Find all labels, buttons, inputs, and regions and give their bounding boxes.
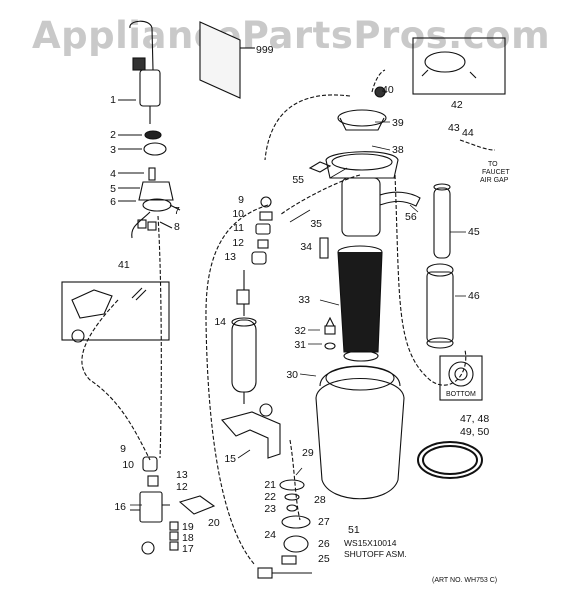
- label-15: 15: [224, 453, 236, 465]
- label-10-lower: 10: [122, 459, 134, 471]
- label-40: 40: [382, 84, 394, 96]
- label-56: 56: [405, 211, 417, 223]
- bracket-15: [221, 411, 281, 459]
- faucet-assembly: [118, 20, 181, 239]
- label-6: 6: [110, 196, 116, 208]
- label-18: 18: [182, 532, 194, 544]
- label-38: 38: [392, 144, 404, 156]
- label-32: 32: [294, 325, 306, 337]
- shutoff-assembly: [257, 479, 312, 579]
- label-1: 1: [110, 94, 116, 106]
- inset-41: [61, 281, 170, 343]
- small-parts: [319, 237, 336, 350]
- filter-46: [426, 263, 454, 349]
- label-9-lower: 9: [120, 443, 126, 455]
- label-42: 42: [451, 99, 463, 111]
- tubing-lines: [81, 69, 496, 566]
- watermark: AppliancePartsPros.com: [32, 14, 551, 57]
- art-number: (ART NO. WH753 C): [432, 577, 497, 584]
- lower-valve: [130, 456, 216, 555]
- label-10-upper: 10: [232, 208, 244, 220]
- label-16: 16: [114, 501, 126, 513]
- label-17: 17: [182, 543, 194, 555]
- label-43: 43: [448, 122, 460, 134]
- label-3: 3: [110, 144, 116, 156]
- label-34: 34: [300, 241, 312, 253]
- label-12-lower: 12: [176, 481, 188, 493]
- filter-mesh-33: [337, 245, 383, 362]
- label-999: 999: [256, 44, 274, 56]
- tank-30: [315, 365, 405, 500]
- label-4: 4: [110, 168, 116, 180]
- label-26: 26: [318, 538, 330, 550]
- label-23: 23: [264, 503, 276, 515]
- shutoff-name: SHUTOFF ASM.: [344, 549, 407, 559]
- faucet-text-1: TO: [488, 161, 498, 168]
- label-13-upper: 13: [224, 251, 236, 263]
- label-14: 14: [214, 316, 226, 328]
- label-39: 39: [392, 117, 404, 129]
- faucet-text-2: FAUCET: [482, 169, 510, 176]
- coiled-tube: [417, 441, 483, 479]
- label-21: 21: [264, 479, 276, 491]
- label-31: 31: [294, 339, 306, 351]
- label-7: 7: [174, 205, 180, 217]
- label-55: 55: [292, 174, 304, 186]
- label-44: 44: [462, 127, 474, 139]
- label-46: 46: [468, 290, 480, 302]
- leader-lines: [130, 121, 466, 506]
- label-9-upper: 9: [238, 194, 244, 206]
- label-8: 8: [174, 221, 180, 233]
- label-13-lower: 13: [176, 469, 188, 481]
- label-5: 5: [110, 183, 116, 195]
- label-11: 11: [233, 222, 244, 234]
- label-45: 45: [468, 226, 480, 238]
- upper-fittings: [236, 196, 273, 316]
- label-33: 33: [298, 294, 310, 306]
- filter-sheet: [199, 21, 255, 99]
- bottom-view-box: [439, 355, 483, 401]
- label-51: 51: [348, 524, 360, 536]
- inset-42: [412, 37, 506, 95]
- bottom-label: BOTTOM: [446, 391, 476, 398]
- filter-45: [433, 183, 451, 259]
- label-20: 20: [208, 517, 220, 529]
- label-47-48: 47, 48: [460, 413, 489, 425]
- label-22: 22: [264, 491, 276, 503]
- label-49-50: 49, 50: [460, 426, 489, 438]
- label-41: 41: [118, 259, 130, 271]
- label-29: 29: [302, 447, 314, 459]
- label-25: 25: [318, 553, 330, 565]
- cartridge-14: [231, 317, 273, 417]
- label-35: 35: [310, 218, 322, 230]
- label-2: 2: [110, 129, 116, 141]
- label-30: 30: [286, 369, 298, 381]
- label-24: 24: [264, 529, 276, 541]
- shutoff-part-number: WS15X10014: [344, 538, 397, 548]
- faucet-text-3: AIR GAP: [480, 177, 509, 184]
- label-12-upper: 12: [232, 237, 244, 249]
- filter-head: [308, 86, 421, 237]
- label-28: 28: [314, 494, 326, 506]
- label-19: 19: [182, 521, 194, 533]
- label-27: 27: [318, 516, 330, 528]
